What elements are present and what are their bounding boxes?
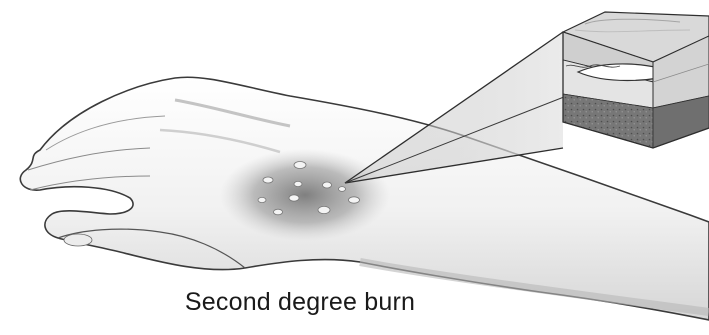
figure-caption: Second degree burn	[0, 288, 600, 317]
burn-area	[220, 149, 390, 241]
skin-cross-section	[563, 12, 709, 148]
